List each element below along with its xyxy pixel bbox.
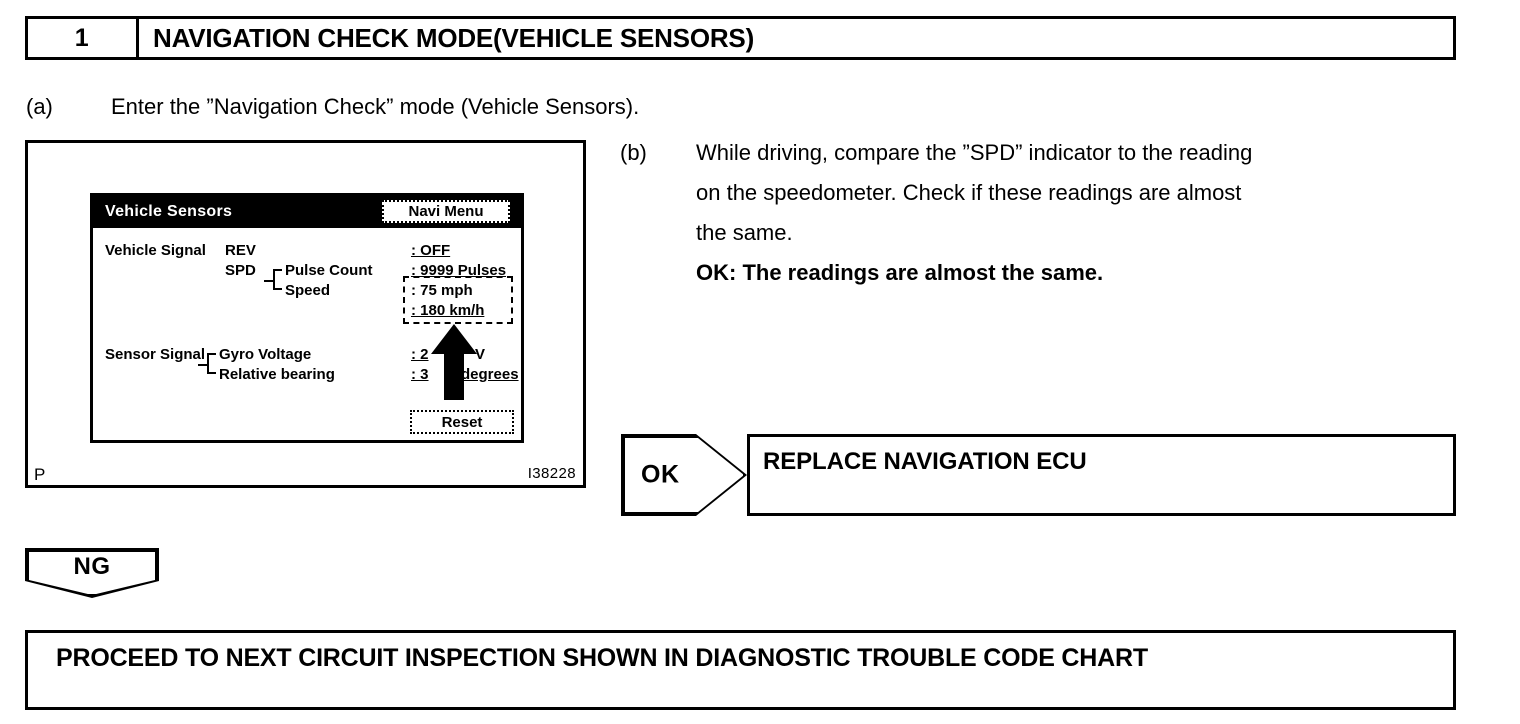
step-b-ok-criterion: OK: The readings are almost the same. xyxy=(696,260,1104,285)
row-label-gyro-voltage: Gyro Voltage xyxy=(219,346,312,363)
row-label-rev: REV xyxy=(225,242,256,259)
step-a-text: Enter the ”Navigation Check” mode (Vehic… xyxy=(111,94,640,119)
vehicle-signal-group-label: Vehicle Signal xyxy=(105,242,206,259)
sensor-signal-bracket xyxy=(198,353,216,374)
pointer-arrow-head xyxy=(431,324,477,354)
section-header: 1 NAVIGATION CHECK MODE(VEHICLE SENSORS) xyxy=(25,16,1456,60)
value-gyro-voltage: : 2 xyxy=(411,346,429,363)
value-speed-mph: : 75 mph xyxy=(411,282,473,299)
step-b-line-2: on the speedometer. Check if these readi… xyxy=(696,180,1242,205)
step-b-line-3: the same. xyxy=(696,220,793,245)
ng-flag-label: NG xyxy=(73,553,111,580)
step-b-lines: While driving, compare the ”SPD” indicat… xyxy=(696,133,1460,293)
step-a: (a) Enter the ”Navigation Check” mode (V… xyxy=(26,94,639,120)
nav-screen-title: Vehicle Sensors xyxy=(105,203,233,220)
illustration-page-mark: P xyxy=(34,465,46,484)
section-number: 1 xyxy=(28,19,139,57)
ng-flag: NG xyxy=(25,548,159,598)
row-label-speed: Speed xyxy=(285,282,331,299)
step-b-line-1: While driving, compare the ”SPD” indicat… xyxy=(696,140,1253,165)
illustration-frame: Vehicle Sensors Navi Menu Vehicle Signal… xyxy=(25,140,586,488)
unit-gyro-voltage: V xyxy=(475,346,486,363)
illustration-figure-id: I38228 xyxy=(527,465,576,482)
step-a-marker: (a) xyxy=(26,94,53,119)
row-label-spd: SPD xyxy=(225,262,256,279)
spd-bracket-stub xyxy=(264,279,273,282)
nav-unit-screen: Vehicle Sensors Navi Menu Vehicle Signal… xyxy=(90,193,524,443)
value-pulse-count: : 9999 Pulses xyxy=(411,262,507,279)
value-relative-bearing: : 3 xyxy=(411,366,429,383)
ok-result-box: REPLACE NAVIGATION ECU xyxy=(747,434,1456,516)
ng-result-box: PROCEED TO NEXT CIRCUIT INSPECTION SHOWN… xyxy=(25,630,1456,710)
spd-bracket xyxy=(264,269,282,290)
value-speed-kmh: : 180 km/h xyxy=(411,302,485,319)
sensor-signal-group-label: Sensor Signal xyxy=(105,346,206,363)
ok-flag-label: OK xyxy=(641,460,680,489)
nav-screen-body: Vehicle Signal REV SPD Pulse Count Speed… xyxy=(93,228,521,440)
value-rev: : OFF xyxy=(411,242,451,259)
navi-menu-button[interactable]: Navi Menu xyxy=(382,200,510,223)
pointer-arrow-icon xyxy=(431,324,477,400)
row-label-relative-bearing: Relative bearing xyxy=(219,366,335,383)
ok-flag: OK xyxy=(621,434,747,516)
step-b: (b) While driving, compare the ”SPD” ind… xyxy=(620,133,1460,293)
unit-relative-bearing: degrees xyxy=(461,366,519,383)
step-b-marker: (b) xyxy=(620,140,647,165)
speed-highlight-box xyxy=(403,276,513,324)
nav-screen-titlebar: Vehicle Sensors Navi Menu xyxy=(93,196,521,228)
ok-result-label: REPLACE NAVIGATION ECU xyxy=(763,448,1087,475)
pointer-arrow-shaft xyxy=(444,350,464,400)
ng-result-label: PROCEED TO NEXT CIRCUIT INSPECTION SHOWN… xyxy=(56,644,1148,672)
row-label-pulse-count: Pulse Count xyxy=(285,262,373,279)
reset-button[interactable]: Reset xyxy=(410,410,514,434)
section-title: NAVIGATION CHECK MODE(VEHICLE SENSORS) xyxy=(153,22,755,53)
sensor-signal-bracket-stub xyxy=(198,363,207,366)
